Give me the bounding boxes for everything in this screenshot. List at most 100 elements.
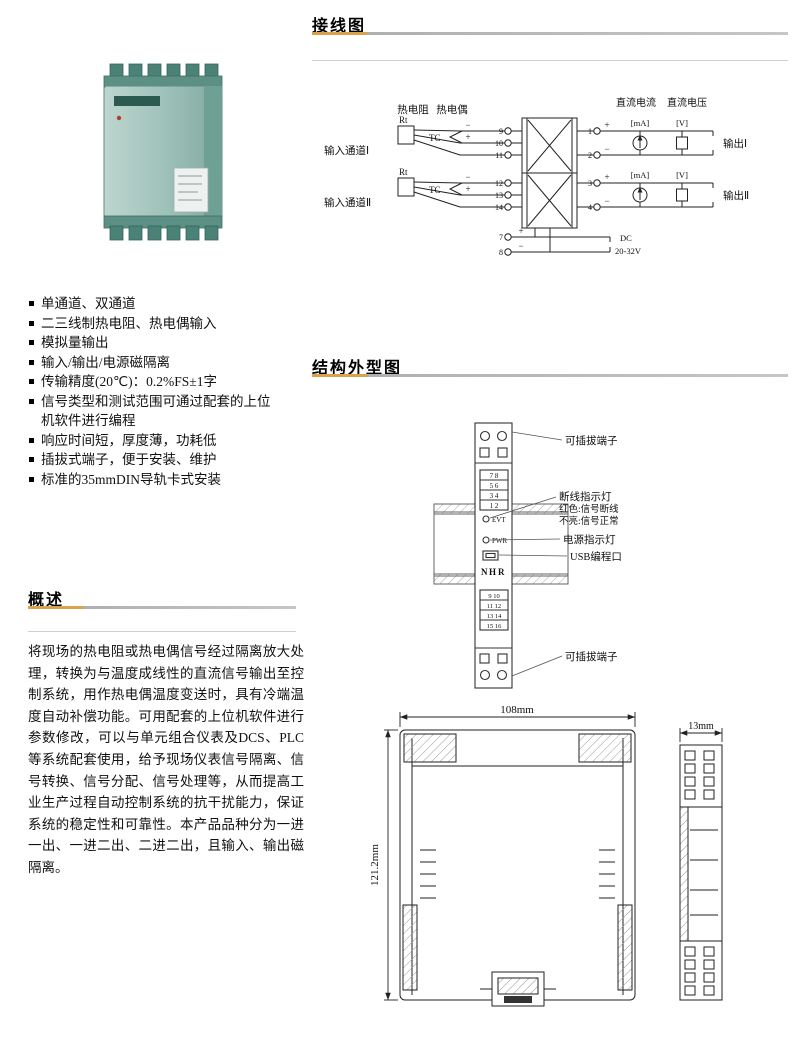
features-list: 单通道、双通道 二三线制热电阻、热电偶输入 模拟量输出 输入/输出/电源磁隔离 …: [28, 294, 282, 489]
wiring-heading: 接线图: [312, 18, 367, 35]
terminal-grid-row: 11 12: [487, 603, 501, 610]
structure-diagram: 7 8 5 6 3 4 1 2 EVT PWR N H R 9 10 11 12…: [433, 422, 622, 689]
bullet-square: [29, 359, 34, 365]
tc-label: 热电偶: [436, 103, 468, 116]
usb-port-slot: [485, 552, 496, 559]
evt-led-label: EVT: [492, 516, 506, 524]
terminal-number: 11: [495, 151, 503, 160]
v-unit-label: [V]: [676, 170, 688, 180]
dc-supply-range: 20-32V: [615, 246, 642, 256]
terminal-number: 1: [588, 127, 592, 136]
bullet-square: [29, 320, 34, 326]
terminal-number: 14: [495, 203, 503, 212]
width-dimension-label: 108mm: [500, 704, 534, 716]
terminal-number: 13: [495, 191, 503, 200]
feature-text: 模拟量输出: [41, 335, 109, 350]
module-top-terminals: [109, 63, 219, 79]
power-led-dot: [116, 115, 122, 121]
feature-item: 响应时间短，厚度薄，功耗低: [28, 431, 282, 451]
tc-symbol-label: TC: [429, 133, 441, 143]
input-channel-2-label: 输入通道Ⅱ: [324, 196, 371, 209]
overview-rule: [28, 606, 296, 609]
bullet-square: [29, 379, 34, 384]
wiring-diagram: 热电阻 热电偶 Rt Rt TC TC 输入通道Ⅰ 输入通道Ⅱ 9 10 11 …: [324, 96, 749, 257]
feature-text: 二三线制热电阻、热电偶输入: [41, 315, 217, 331]
polarity-minus: −: [604, 196, 609, 206]
terminal-grid-row: 1 2: [490, 502, 499, 510]
terminal-number: 8: [499, 248, 503, 257]
module-sticker: [173, 167, 209, 213]
polarity-plus: +: [604, 120, 609, 130]
module-bottom-terminals: [109, 225, 219, 241]
feature-item: 标准的35mmDIN导轨卡式安装: [28, 470, 282, 490]
dc-current-label: 直流电流: [616, 96, 656, 109]
plug-terminal-bottom-label: 可插拔端子: [565, 650, 618, 663]
brand-letter-h: H: [489, 567, 496, 577]
polarity-minus: −: [604, 144, 609, 154]
output-1-label: 输出Ⅰ: [723, 137, 747, 150]
break-led: [482, 515, 490, 523]
terminal-grid-row: 13 14: [487, 613, 502, 620]
feature-text: 标准的35mmDIN导轨卡式安装: [41, 471, 221, 487]
wiring-rule-sub: [312, 60, 788, 61]
break-indicator-red: 红色:信号断线: [559, 503, 619, 515]
module-side-panel: [204, 86, 222, 218]
overview-paragraph: 将现场的热电阻或热电偶信号经过隔离放大处理，转换为与温度成线性的直流信号输出至控…: [28, 644, 304, 875]
feature-text: 插拔式端子，便于安装、维护: [41, 452, 217, 467]
feature-text: 传输精度(20℃)：0.2%FS±1字: [41, 374, 217, 389]
v-unit-label: [V]: [676, 118, 688, 128]
ma-unit-label: [mA]: [631, 118, 650, 128]
front-view-outline: [399, 729, 636, 1007]
side-view-outline: [679, 744, 723, 1001]
polarity-plus: +: [604, 172, 609, 182]
polarity-plus: +: [465, 184, 470, 194]
break-indicator-label: 断线指示灯: [559, 490, 612, 503]
output-2-label: 输出Ⅱ: [723, 189, 749, 202]
structure-rule: [312, 374, 788, 377]
overview-rule-sub: [28, 631, 296, 632]
rt-symbol-label: Rt: [399, 115, 408, 125]
usb-port-label: USB编程口: [570, 550, 622, 563]
feature-item: 插拔式端子，便于安装、维护: [28, 450, 282, 470]
terminal-grid-row: 15 16: [487, 623, 502, 630]
feature-item: 信号类型和测试范围可通过配套的上位机软件进行编程: [28, 392, 282, 431]
bullet-square: [29, 340, 34, 345]
dc-voltage-label: 直流电压: [667, 96, 707, 109]
terminal-number: 7: [499, 233, 503, 242]
wiring-lines: [397, 117, 714, 253]
height-dimension-label: 121.2mm: [369, 844, 381, 886]
feature-text: 输入/输出/电源磁隔离: [41, 354, 171, 370]
feature-text: 单通道、双通道: [41, 296, 136, 311]
structure-heading: 结构外型图: [312, 360, 403, 377]
feature-item: 模拟量输出: [28, 333, 282, 353]
feature-item: 二三线制热电阻、热电偶输入: [28, 314, 282, 334]
bullet-square: [29, 437, 34, 443]
terminal-number: 9: [499, 127, 503, 136]
terminal-grid-row: 7 8: [490, 472, 499, 480]
bullet-square: [29, 457, 34, 462]
product-photo: [103, 63, 223, 241]
feature-item: 单通道、双通道: [28, 294, 282, 314]
overview-heading: 概述: [28, 592, 65, 609]
terminal-number: 4: [588, 203, 592, 212]
terminal-grid-row: 9 10: [488, 593, 499, 600]
depth-dimension-label: 13mm: [688, 721, 714, 732]
rt-symbol-label: Rt: [399, 167, 408, 177]
bullet-square: [29, 476, 34, 482]
wiring-rule: [312, 32, 788, 35]
tc-symbol-label: TC: [429, 185, 441, 195]
brand-letter-r: R: [498, 567, 505, 577]
polarity-plus: +: [465, 132, 470, 142]
terminal-circles: [504, 127, 601, 256]
polarity-minus: −: [518, 241, 523, 251]
terminal-grid-row: 5 6: [490, 482, 499, 490]
dc-supply-label: DC: [620, 233, 632, 243]
terminal-number: 10: [495, 139, 503, 148]
module-bottom-cap: [103, 215, 223, 229]
power-indicator-label: 电源指示灯: [563, 533, 616, 546]
feature-item: 传输精度(20℃)：0.2%FS±1字: [28, 372, 282, 392]
polarity-plus: +: [518, 226, 523, 236]
pwr-led-label: PWR: [492, 537, 508, 545]
dimension-lines: [384, 712, 723, 1001]
